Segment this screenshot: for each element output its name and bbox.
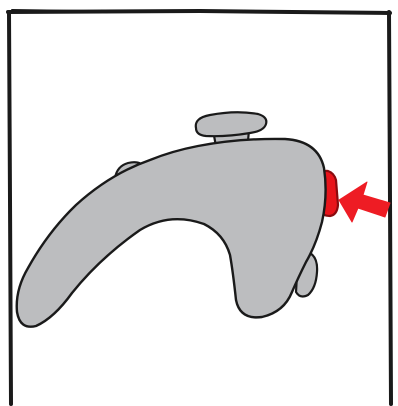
pointer-arrow-icon bbox=[339, 182, 390, 222]
controller-body-icon bbox=[17, 139, 326, 327]
